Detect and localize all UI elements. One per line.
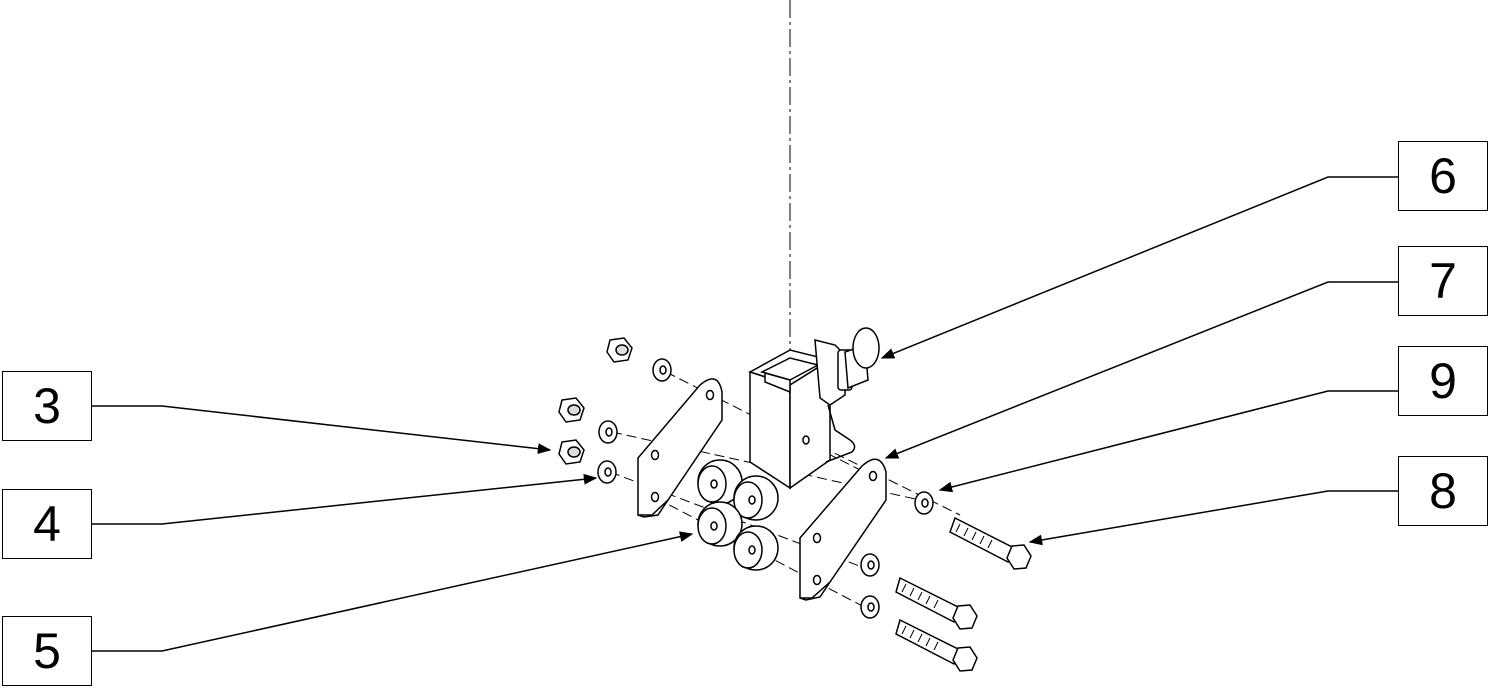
- leader-lines: [92, 176, 1398, 652]
- washer-group-right: [860, 491, 934, 619]
- hex-nut-group: [558, 337, 633, 465]
- leader-line-5: [92, 531, 694, 652]
- leader-line-7: [884, 281, 1398, 459]
- leader-line-3: [92, 405, 552, 454]
- washer: [597, 460, 617, 484]
- washer-group-left: [597, 358, 672, 484]
- spacer: [697, 459, 743, 505]
- spacer: [733, 525, 779, 571]
- washer: [914, 491, 934, 515]
- hex-bolt: [895, 618, 978, 672]
- callout-6: 6: [1398, 141, 1488, 211]
- washer: [860, 553, 880, 577]
- washer: [598, 420, 618, 444]
- left-bracket-plate: [637, 378, 723, 518]
- callout-8: 8: [1398, 456, 1488, 526]
- leader-line-6: [880, 176, 1398, 359]
- callout-7: 7: [1398, 246, 1488, 316]
- callout-9: 9: [1398, 346, 1488, 416]
- washer: [652, 358, 672, 382]
- hex-nut: [558, 397, 585, 423]
- spacer: [697, 501, 743, 547]
- hex-nut: [606, 337, 633, 363]
- spacer-group: [697, 459, 779, 571]
- callout-4: 4: [2, 489, 92, 559]
- callout-3: 3: [2, 371, 92, 441]
- leader-line-9: [938, 390, 1398, 493]
- spacer: [733, 475, 779, 521]
- washer: [860, 595, 880, 619]
- bolt-group: [895, 516, 1032, 672]
- hex-nut: [558, 439, 585, 465]
- callout-5: 5: [2, 616, 92, 686]
- hex-bolt: [895, 576, 978, 630]
- solenoid-plunger: [814, 327, 880, 463]
- leader-line-8: [1028, 490, 1398, 546]
- leader-line-4: [92, 473, 598, 525]
- hex-bolt: [949, 516, 1032, 570]
- right-bracket-plate: [799, 458, 887, 601]
